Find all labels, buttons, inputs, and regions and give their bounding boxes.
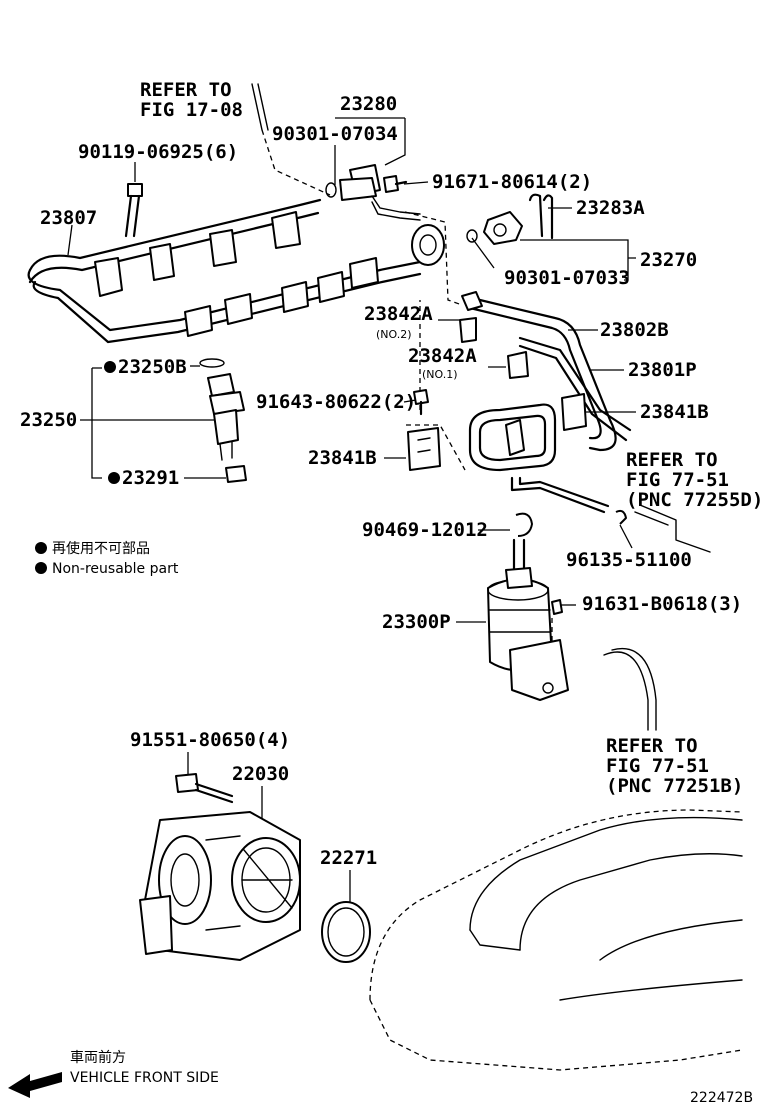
legend-marker-en	[35, 562, 47, 574]
ref-77255d-line1: REFER TO	[626, 449, 718, 471]
label-23300p: 23300P	[382, 611, 451, 633]
leader-23807	[67, 224, 73, 256]
front-label-jp: 車両前方	[70, 1049, 126, 1066]
clip-23283a	[528, 193, 554, 240]
label-90301-07033: 90301-07033	[504, 267, 630, 289]
leader-23280	[335, 117, 406, 166]
dashed-leader-17-08	[261, 129, 331, 196]
label-23250: 23250	[20, 409, 77, 431]
legend-marker-jp	[35, 542, 47, 554]
vehicle-front-arrow-icon	[8, 1072, 62, 1098]
non-reusable-marker-23291	[108, 472, 120, 484]
label-22271: 22271	[320, 847, 377, 869]
ref-77251b-line2: FIG 77-51	[606, 755, 709, 777]
label-no1: (NO.1)	[422, 368, 458, 381]
o-ring-90301-07034	[325, 182, 337, 198]
label-23802b: 23802B	[600, 319, 669, 341]
label-23841b-right: 23841B	[640, 401, 709, 423]
dashed-leader-regulator	[404, 211, 463, 306]
label-23801p: 23801P	[628, 359, 697, 381]
label-no2: (NO.2)	[376, 328, 412, 341]
o-ring-23250b	[199, 358, 225, 368]
label-23280: 23280	[340, 93, 397, 115]
clamp-23841b-left	[407, 427, 441, 471]
front-label-en: VEHICLE FRONT SIDE	[70, 1070, 219, 1086]
o-ring-90301-07033	[466, 229, 478, 243]
leader-23250	[80, 367, 215, 479]
bolt-91551	[175, 773, 234, 804]
leader-lines	[67, 83, 711, 905]
label-23250b: 23250B	[118, 356, 187, 378]
vacuum-pipe-stub	[251, 83, 269, 131]
label-91643: 91643-80622(2)	[256, 391, 416, 413]
figure-id: 222472B	[690, 1090, 753, 1106]
label-23270: 23270	[640, 249, 697, 271]
clamp-23842a-no1	[507, 351, 529, 379]
leader-96135	[619, 524, 633, 549]
legend-jp: 再使用不可部品	[52, 540, 150, 557]
ref-77251b-line3: (PNC 77251B)	[606, 775, 743, 797]
bolt-91631	[551, 599, 563, 615]
non-reusable-marker-23250b	[104, 361, 116, 373]
gasket-22271	[321, 901, 371, 963]
clip-90469	[515, 512, 533, 537]
vsv-23300p	[487, 567, 569, 701]
clamp-23842a-no2	[459, 317, 477, 343]
labels: REFER TO FIG 17-08 23280 90301-07034 901…	[8, 79, 760, 1106]
bolt-90119	[124, 183, 143, 238]
leader-23270	[520, 239, 636, 281]
label-91671: 91671-80614(2)	[432, 171, 592, 193]
clamp-23841b-right	[561, 393, 587, 431]
hose-77251b	[603, 648, 657, 731]
label-96135: 96135-51100	[566, 549, 692, 571]
injector-23250	[199, 358, 247, 483]
ref-17-08-line1: REFER TO	[140, 79, 232, 101]
ref-77255d-line3: (PNC 77255D)	[626, 489, 760, 511]
throttle-body-22030	[139, 811, 301, 961]
hose-77255d	[634, 504, 711, 553]
label-23842a-no2: 23842A	[364, 303, 433, 325]
label-23807: 23807	[40, 207, 97, 229]
label-23841b-left: 23841B	[308, 447, 377, 469]
leader-90301-07033	[471, 237, 495, 269]
label-90119: 90119-06925(6)	[78, 141, 238, 163]
intake-manifold	[369, 809, 743, 1071]
label-23842a-no1: 23842A	[408, 345, 477, 367]
leader-91671	[403, 181, 429, 185]
label-23291: 23291	[122, 467, 179, 489]
label-22030: 22030	[232, 763, 289, 785]
bolt-91671	[383, 175, 408, 193]
label-23283a: 23283A	[576, 197, 645, 219]
fuel-delivery-pipe-23807	[27, 198, 445, 344]
label-90301-07034: 90301-07034	[272, 123, 398, 145]
leader-91643	[403, 399, 417, 403]
fuel-hoses	[510, 476, 627, 572]
clip-96135	[615, 509, 627, 525]
bolt-91643	[413, 389, 429, 416]
label-91631: 91631-B0618(3)	[582, 593, 742, 615]
label-91551: 91551-80650(4)	[130, 729, 290, 751]
pulsation-damper-23270	[466, 193, 554, 245]
ref-77251b-line1: REFER TO	[606, 735, 698, 757]
insulator-23291	[225, 465, 247, 483]
fuel-tubes	[459, 291, 632, 472]
legend-en: Non-reusable part	[52, 561, 179, 577]
label-90469: 90469-12012	[362, 519, 488, 541]
ref-17-08-line2: FIG 17-08	[140, 99, 243, 121]
pressure-regulator-23280	[325, 164, 421, 221]
ref-77255d-line2: FIG 77-51	[626, 469, 729, 491]
